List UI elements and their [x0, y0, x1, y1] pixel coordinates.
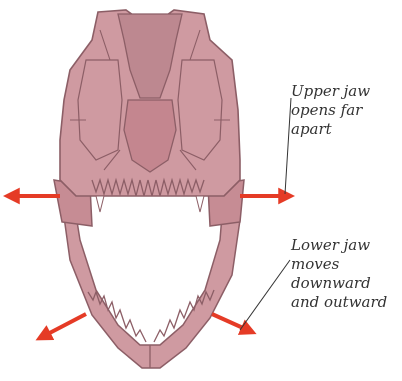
upper-fang-right: [196, 196, 204, 212]
upper-fang-left: [96, 196, 104, 212]
movement-arrows: [8, 196, 290, 338]
upper-jaw-label-line-1: Upper jaw: [291, 82, 370, 101]
upper-jaw: [60, 10, 240, 212]
lower-jaw-label-line-1: Lower jaw: [291, 236, 387, 255]
upper-jaw-label-line-3: apart: [291, 120, 370, 139]
upper-jaw-label-line-2: opens far: [291, 101, 370, 120]
lower-jaw-label-line-4: and outward: [291, 293, 387, 312]
lower-jaw-label-line-3: downward: [291, 274, 387, 293]
leader-lines: [240, 98, 291, 330]
lower-jaw-label-line-2: moves: [291, 255, 387, 274]
arrow-icon: [40, 314, 86, 338]
upper-jaw-label: Upper jaw opens far apart: [291, 82, 370, 139]
lower-jaw-label: Lower jaw moves downward and outward: [291, 236, 387, 312]
lower-leader-line: [240, 260, 290, 330]
arrow-icon: [212, 314, 252, 332]
